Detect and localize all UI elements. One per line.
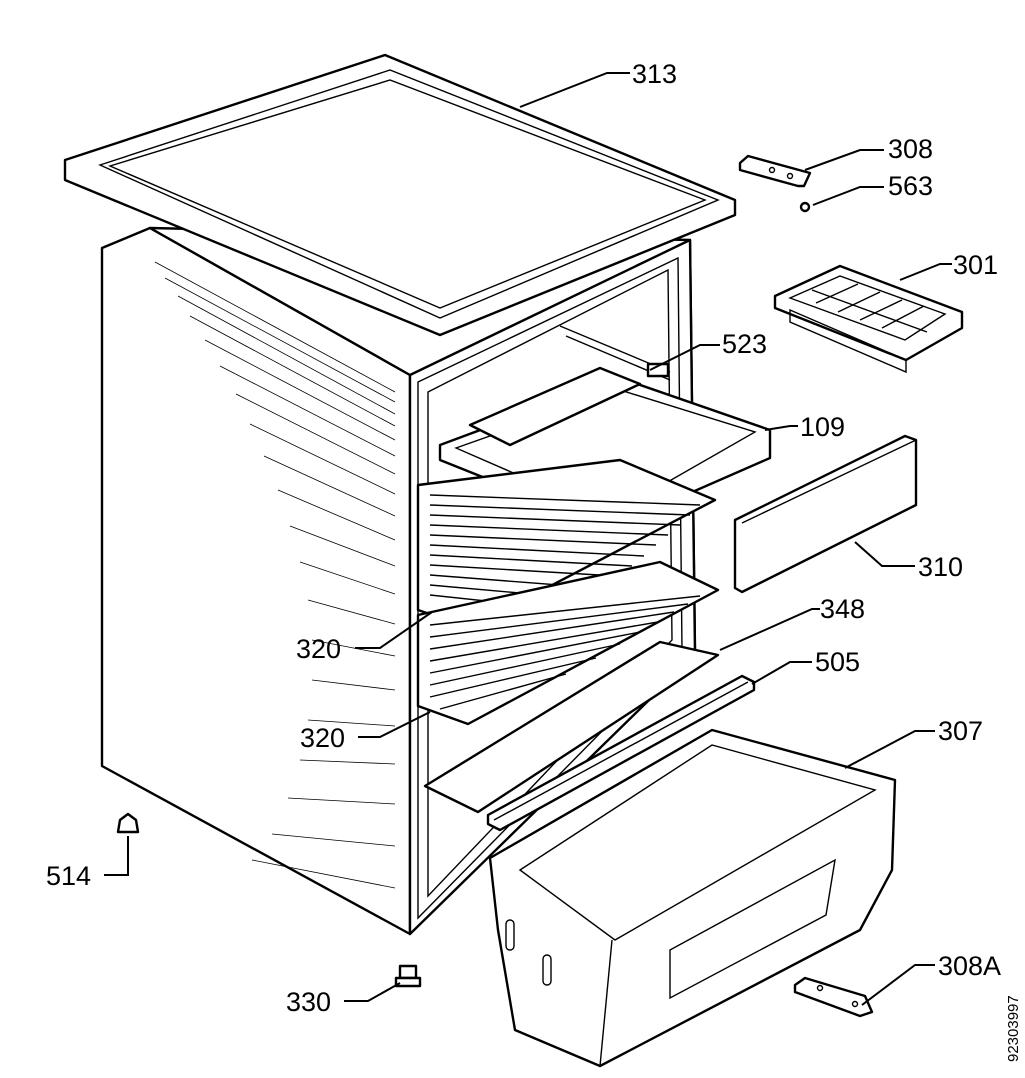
callout-109: 109 [800, 412, 845, 442]
wire-shelf-lower [416, 560, 720, 726]
callout-308a: 308A [938, 951, 1001, 981]
ice-cube-tray [773, 264, 964, 374]
crisper-drawer [488, 728, 897, 1068]
callout-505: 505 [815, 647, 860, 677]
door-flap [733, 434, 918, 594]
callout-348: 348 [820, 594, 865, 624]
foot [116, 812, 140, 834]
glass-shelf [423, 640, 720, 814]
document-number: 92303997 [1005, 995, 1022, 1062]
trim-strip [486, 674, 756, 832]
callout-330: 330 [286, 987, 331, 1017]
adjustable-foot [394, 964, 422, 988]
bottom-hinge [793, 976, 874, 1018]
callout-307: 307 [938, 716, 983, 746]
callout-320-lower: 320 [300, 723, 345, 753]
callout-301: 301 [953, 250, 998, 280]
callout-labels: 313 308 563 301 523 109 310 348 505 307 … [46, 59, 1001, 1017]
callout-514: 514 [46, 861, 91, 891]
callout-310: 310 [918, 552, 963, 582]
top-hinge [738, 154, 812, 188]
callout-523: 523 [722, 329, 767, 359]
callout-563: 563 [888, 171, 933, 201]
worktop-lid [63, 53, 737, 337]
callout-308: 308 [888, 134, 933, 164]
hinge-screw [799, 201, 811, 213]
callout-320-upper: 320 [296, 634, 341, 664]
leader-lines [104, 72, 952, 1006]
cabinet-side-shading [154, 261, 396, 889]
callout-313: 313 [632, 59, 677, 89]
